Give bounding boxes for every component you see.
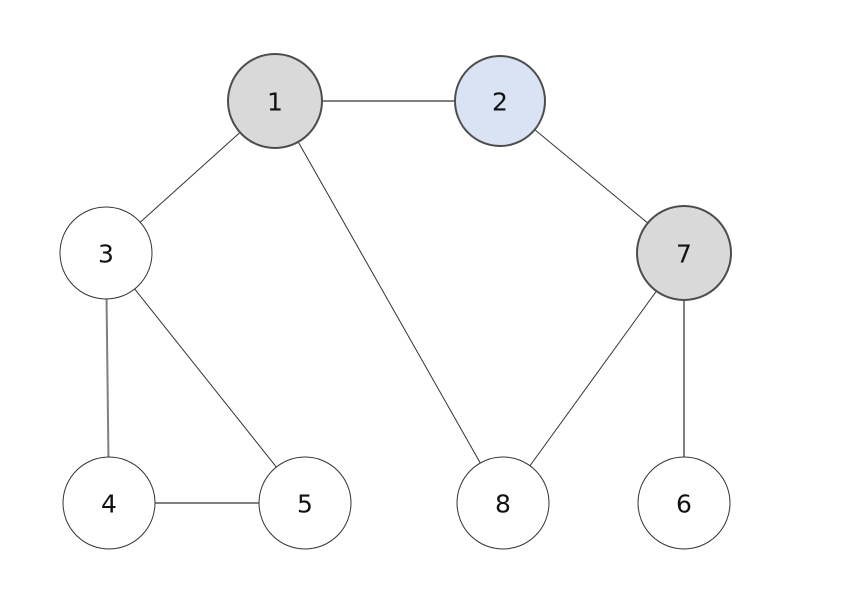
graph-node-label-8: 8: [495, 490, 511, 519]
graph-node-circle-5[interactable]: [258, 456, 352, 550]
graph-node-7[interactable]: 7: [636, 205, 732, 301]
graph-edge-2-7[interactable]: [534, 129, 649, 224]
graph-node-circle-4[interactable]: [62, 456, 156, 550]
graph-node-label-6: 6: [676, 490, 692, 519]
graph-node-2[interactable]: 2: [454, 55, 546, 147]
graph-node-label-1: 1: [267, 88, 283, 117]
graph-node-circle-1[interactable]: [227, 53, 323, 149]
graph-edge-3-5[interactable]: [134, 288, 277, 468]
graph-edge-3-4[interactable]: [105, 298, 110, 458]
node-layer: 1 2 3 7 4 5 8 6: [59, 53, 732, 550]
graph-node-circle-7[interactable]: [636, 205, 732, 301]
graph-node-4[interactable]: 4: [62, 456, 156, 550]
graph-node-label-7: 7: [676, 240, 692, 269]
graph-node-circle-2[interactable]: [454, 55, 546, 147]
graph-node-label-2: 2: [492, 88, 508, 117]
graph-node-8[interactable]: 8: [456, 456, 550, 550]
graph-node-1[interactable]: 1: [227, 53, 323, 149]
graph-node-3[interactable]: 3: [59, 206, 153, 300]
graph-node-5[interactable]: 5: [258, 456, 352, 550]
graph-node-circle-6[interactable]: [637, 456, 731, 550]
graph-node-label-3: 3: [98, 240, 114, 269]
graph-node-label-4: 4: [101, 490, 117, 519]
graph-node-label-5: 5: [297, 490, 313, 519]
graph-node-circle-8[interactable]: [456, 456, 550, 550]
graph-node-circle-3[interactable]: [59, 206, 153, 300]
graph-edge-1-3[interactable]: [139, 132, 241, 223]
graph-edge-1-8[interactable]: [297, 141, 481, 464]
edge-layer: [105, 100, 685, 504]
graph-edge-7-8[interactable]: [529, 290, 657, 467]
graph-node-6[interactable]: 6: [637, 456, 731, 550]
